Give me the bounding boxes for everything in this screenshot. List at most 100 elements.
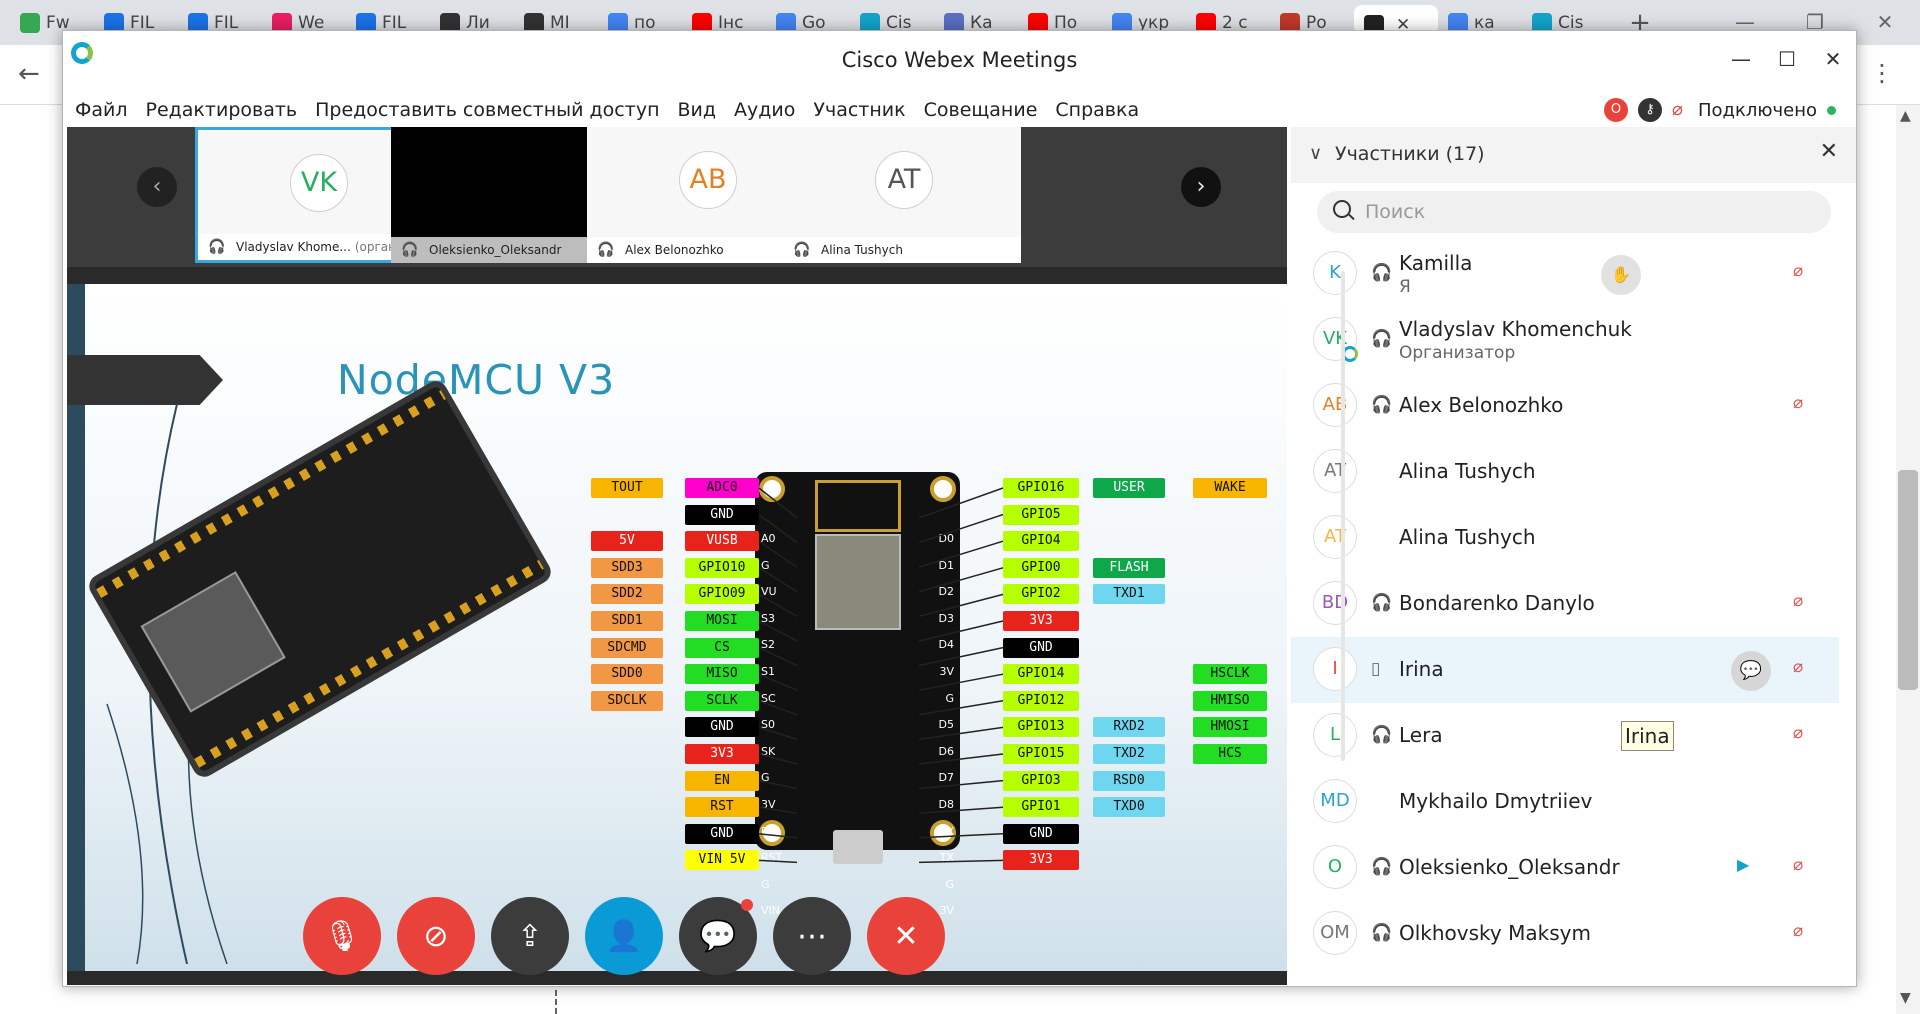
close-icon[interactable]: ✕ [1824, 47, 1842, 71]
muted-mic-icon[interactable]: ⌀ [1793, 657, 1804, 677]
favicon-icon [272, 12, 292, 33]
close-panel-icon[interactable]: ✕ [1819, 139, 1838, 164]
raise-hand-icon[interactable]: ✋ [1601, 255, 1641, 295]
participant-name: Lera [1399, 723, 1443, 747]
search-input[interactable] [1365, 191, 1805, 233]
pin-label: MOSI [685, 611, 759, 631]
pin-label: GND [1003, 637, 1079, 658]
muted-mic-icon[interactable]: ⌀ [1671, 99, 1683, 120]
maximize-icon[interactable]: ☐ [1778, 47, 1796, 71]
browser-tab[interactable]: Ка [934, 6, 1018, 40]
pin-label: SDCLK [591, 690, 663, 711]
share-icon: ⇪ [517, 918, 543, 954]
favicon-icon [20, 12, 40, 33]
mute-icon: 🎙 [322, 918, 362, 954]
pin-label: GPIO14 [1003, 664, 1079, 685]
pcb-pin-label: G [945, 691, 954, 705]
back-arrow-icon[interactable]: ← [18, 59, 40, 89]
browser-tab-label: Ро [1306, 12, 1327, 33]
participant-search [1317, 191, 1831, 233]
favicon-icon [692, 12, 712, 33]
menu-help[interactable]: Справка [1055, 99, 1140, 121]
participant-row[interactable]: BD🎧Bondarenko Danylo⌀ [1291, 571, 1839, 637]
restore-icon[interactable]: ❐ [1806, 10, 1824, 34]
browser-tab[interactable]: FIL [178, 6, 262, 40]
participants-button[interactable]: 👤 [585, 897, 663, 975]
minimize-icon[interactable]: — [1735, 10, 1755, 34]
muted-mic-icon[interactable]: ⌀ [1793, 393, 1804, 413]
scroll-down-icon[interactable]: ▼ [1900, 990, 1911, 1006]
participant-row[interactable]: OM🎧Olkhovsky Maksym⌀ [1291, 901, 1839, 967]
chat-icon[interactable]: 💬 [1731, 651, 1771, 691]
muted-mic-icon[interactable]: ⌀ [1793, 855, 1804, 875]
favicon-icon [776, 12, 796, 33]
close-icon[interactable]: ✕ [1876, 10, 1894, 34]
collapse-chevron-icon[interactable]: ∨ [1309, 143, 1323, 164]
scroll-up-icon[interactable]: ▲ [1900, 108, 1911, 124]
participant-list-scrollbar[interactable] [1341, 271, 1345, 761]
browser-tab[interactable]: Go [766, 6, 850, 40]
muted-mic-icon[interactable]: ⌀ [1793, 723, 1804, 743]
pin-label: VIN 5V [685, 850, 759, 871]
share-button[interactable]: ⇪ [491, 897, 569, 975]
participant-row[interactable]: AB🎧Alex Belonozhko⌀ [1291, 373, 1839, 439]
menu-audio[interactable]: Аудио [734, 99, 796, 121]
participant-name: Olkhovsky Maksym [1399, 921, 1591, 945]
more-button[interactable]: ⋯ [773, 897, 851, 975]
browser-tab[interactable]: по [598, 6, 682, 40]
browser-tab[interactable]: укр [1102, 6, 1186, 40]
menu-edit[interactable]: Редактировать [145, 99, 298, 121]
minimize-icon[interactable]: — [1731, 47, 1751, 71]
browser-tab[interactable]: Ли [430, 6, 514, 40]
pcb-pin-label: S0 [761, 718, 775, 732]
notification-dot-icon [741, 899, 753, 911]
participant-role: Я [1399, 277, 1411, 297]
menu-share[interactable]: Предоставить совместный доступ [315, 99, 660, 121]
browser-tab[interactable]: Cis [1522, 6, 1606, 40]
browser-tab[interactable]: Cis [850, 6, 934, 40]
favicon-icon [440, 12, 460, 33]
muted-mic-icon[interactable]: ⌀ [1793, 591, 1804, 611]
headset-icon: 🎧 [1371, 593, 1393, 613]
recording-badge-icon[interactable]: O [1603, 98, 1628, 122]
strip-next-icon[interactable]: › [1181, 167, 1221, 207]
muted-mic-icon[interactable]: ⌀ [1793, 261, 1804, 281]
browser-tab[interactable]: MI [514, 6, 598, 40]
browser-tab[interactable]: We [262, 6, 346, 40]
browser-tab[interactable]: FIL [94, 6, 178, 40]
browser-tab[interactable]: Інс [682, 6, 766, 40]
page-scrollbar-thumb[interactable] [1898, 470, 1918, 690]
strip-prev-icon[interactable]: ‹ [137, 167, 177, 207]
participant-name: Mykhailo Dmytriiev [1399, 789, 1593, 813]
mute-button[interactable]: 🎙 [303, 897, 381, 975]
stop-video-button[interactable]: ⊘ [397, 897, 475, 975]
menu-view[interactable]: Вид [677, 99, 717, 121]
key-icon[interactable]: ⚷ [1637, 98, 1662, 122]
browser-tab[interactable]: ка [1438, 6, 1522, 40]
browser-tab[interactable]: По [1018, 6, 1102, 40]
menu-file[interactable]: Файл [75, 99, 128, 121]
leave-button[interactable]: ✕ [867, 897, 945, 975]
muted-mic-icon[interactable]: ⌀ [1793, 921, 1804, 941]
menu-meeting[interactable]: Совещание [923, 99, 1038, 121]
pin-label: CS [685, 637, 759, 658]
browser-tab[interactable]: Fw [10, 6, 94, 40]
participant-row[interactable]: I▯Irina💬⌀ [1291, 637, 1839, 703]
browser-menu-icon[interactable]: ⋮ [1870, 59, 1894, 87]
chat-button[interactable]: 💬 [679, 897, 757, 975]
browser-tab[interactable]: 2 с [1186, 6, 1270, 40]
participant-row[interactable]: O🎧Oleksienko_Oleksandr▶⌀ [1291, 835, 1839, 901]
pin-label: SDCMD [591, 637, 663, 658]
browser-tab[interactable]: FIL [346, 6, 430, 40]
browser-tab[interactable]: Ро [1270, 6, 1354, 40]
video-thumbnail[interactable]: AT🎧Alina Tushych [783, 127, 1021, 263]
menu-participant[interactable]: Участник [813, 99, 906, 121]
pcb-pin-label: D2 [938, 585, 954, 599]
avatar-initials: AT [1324, 526, 1346, 547]
